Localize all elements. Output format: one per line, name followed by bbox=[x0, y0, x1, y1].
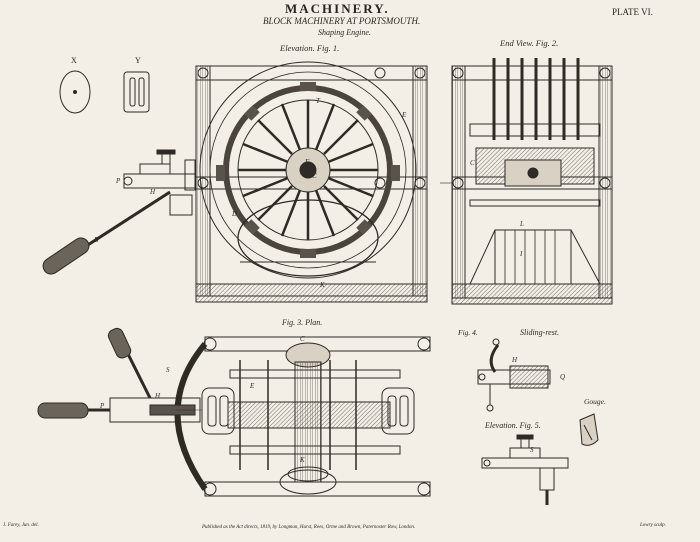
ref-letter: L bbox=[519, 220, 524, 228]
ref-letter: K bbox=[319, 281, 325, 289]
ref-letter: S bbox=[530, 446, 534, 454]
gouge-caption: Gouge. bbox=[584, 397, 606, 406]
fig5-caption: Elevation. Fig. 5. bbox=[485, 421, 541, 430]
ref-letter: P bbox=[115, 177, 121, 185]
footer-publisher: Published as the Act directs, 1819, by L… bbox=[202, 525, 416, 530]
fig3-plan bbox=[37, 327, 431, 497]
ref-letter: B bbox=[94, 236, 99, 244]
ref-letter: F bbox=[304, 158, 310, 166]
ref-letter: Q bbox=[560, 373, 565, 381]
ref-letter: E bbox=[249, 382, 255, 390]
ref-letter: I bbox=[519, 250, 523, 258]
ref-letter: E bbox=[401, 111, 407, 119]
label-y: Y bbox=[135, 56, 141, 65]
part-x-disc bbox=[59, 70, 91, 114]
plate-subsubtitle: Shaping Engine. bbox=[318, 28, 371, 37]
plate-title: MACHINERY. bbox=[285, 1, 390, 16]
fig1-caption: Elevation. Fig. 1. bbox=[280, 43, 340, 53]
fig4-caption: Sliding-rest. bbox=[520, 328, 560, 337]
gouge-tool bbox=[579, 413, 599, 446]
ref-letter: D bbox=[231, 210, 237, 218]
fig2-end-view bbox=[451, 58, 613, 305]
fig4-sliding-rest bbox=[477, 338, 551, 412]
ref-letter: H bbox=[511, 356, 518, 364]
fig3-caption: Fig. 3. Plan. bbox=[282, 318, 323, 327]
plate-number: PLATE VI. bbox=[612, 7, 653, 17]
fig1-elevation bbox=[42, 61, 428, 303]
ref-letter: C bbox=[300, 335, 305, 343]
part-y-block bbox=[123, 71, 150, 113]
ref-letter: T bbox=[316, 97, 321, 105]
ref-letter: H bbox=[154, 392, 161, 400]
plate-subtitle: BLOCK MACHINERY AT PORTSMOUTH. bbox=[263, 16, 421, 26]
fig5-elevation bbox=[481, 434, 569, 505]
ref-letter: S bbox=[166, 366, 170, 374]
ref-letter: C bbox=[470, 159, 475, 167]
ref-letter: H bbox=[149, 188, 156, 196]
ref-letter: P bbox=[99, 402, 105, 410]
label-x: X bbox=[71, 56, 77, 65]
ref-letter: C bbox=[312, 172, 317, 180]
footer-engraver: Lowry sculp. bbox=[640, 523, 666, 528]
fig4-number: Fig. 4. bbox=[458, 328, 478, 337]
footer-draftsman: J. Farey, Jun. del. bbox=[3, 523, 39, 528]
fig2-caption: End View. Fig. 2. bbox=[500, 38, 559, 48]
ref-letter: K bbox=[299, 456, 305, 464]
